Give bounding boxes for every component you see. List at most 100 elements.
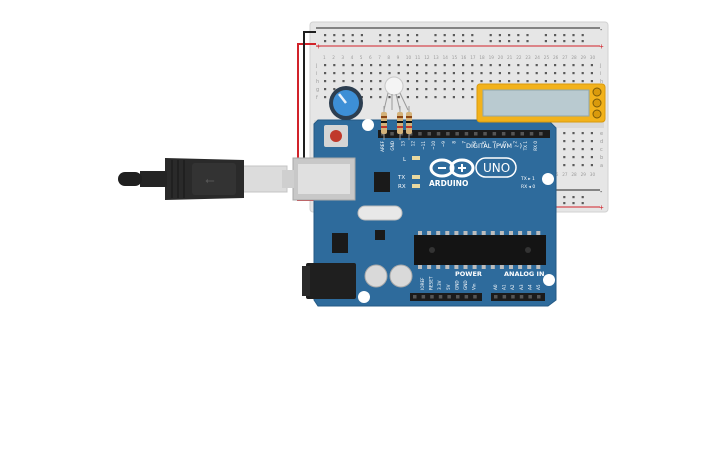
breadboard-hole — [471, 72, 474, 75]
breadboard-hole — [397, 72, 400, 75]
chip-leg — [427, 265, 432, 269]
breadboard-hole — [434, 88, 437, 91]
header-pin — [474, 132, 478, 136]
rail-hole — [324, 40, 327, 43]
rail-sign-neg-bottom: - — [600, 189, 603, 196]
breadboard-hole — [452, 64, 455, 67]
breadboard-hole — [452, 80, 455, 83]
breadboard-hole — [462, 80, 465, 83]
column-number: 28 — [571, 55, 577, 60]
column-number: 12 — [424, 55, 430, 60]
usb-plug-metal — [242, 165, 288, 193]
breadboard-hole — [590, 72, 593, 75]
column-number: 30 — [590, 172, 596, 177]
breadboard-hole — [554, 80, 557, 83]
chip-leg — [499, 265, 504, 269]
chip-leg — [436, 265, 441, 269]
analog-in-label: ANALOG IN — [504, 270, 544, 278]
breadboard-hole — [370, 72, 373, 75]
resistor[interactable] — [397, 106, 403, 140]
breadboard-hole — [324, 80, 327, 83]
column-number: 2 — [332, 55, 335, 60]
rail-hole — [434, 40, 437, 43]
rail-sign-pos-top-left: + — [316, 42, 321, 51]
header-pin — [438, 295, 443, 299]
rail-hole — [388, 34, 391, 37]
rail-hole — [452, 40, 455, 43]
breadboard-hole — [425, 96, 428, 99]
column-number: 25 — [544, 55, 550, 60]
usb-b-jack-inner — [298, 164, 350, 194]
lcd-pin — [592, 109, 602, 119]
usb-plug-grip — [192, 163, 236, 195]
pin-label: GND — [454, 280, 459, 290]
pin-label: A0 — [493, 284, 498, 290]
digital-header[interactable] — [378, 130, 550, 138]
mounting-hole — [542, 173, 554, 185]
reset-button[interactable] — [330, 130, 342, 142]
pin-label: ~5 — [482, 141, 487, 148]
breadboard-hole — [581, 164, 584, 167]
resistor[interactable] — [406, 106, 412, 140]
usb-cable[interactable]: ⭠ — [118, 158, 294, 200]
model-label: UNO — [483, 161, 510, 175]
rail-hole — [508, 34, 511, 37]
header-pin — [539, 132, 543, 136]
row-letter: d — [600, 139, 603, 145]
header-pin — [456, 295, 460, 299]
analog-header[interactable] — [491, 293, 545, 301]
pin-label: A2 — [510, 284, 515, 290]
breadboard-hole — [572, 156, 575, 159]
breadboard-hole — [526, 72, 529, 75]
rgb-led-dome — [384, 76, 404, 96]
pin-label: ~10 — [431, 141, 436, 150]
breadboard-hole — [489, 72, 492, 75]
atmega-chip-legs — [418, 231, 541, 269]
breadboard-hole — [517, 72, 520, 75]
rail-hole — [581, 40, 584, 43]
breadboard-hole — [379, 96, 382, 99]
breadboard-hole — [360, 64, 363, 67]
breadboard-hole — [434, 64, 437, 67]
rail-hole — [462, 40, 465, 43]
potentiometer[interactable] — [329, 86, 363, 120]
breadboard-hole — [434, 80, 437, 83]
breadboard-hole — [406, 96, 409, 99]
rail-hole — [379, 34, 382, 37]
usb-chip — [374, 172, 390, 192]
header-pin — [502, 295, 507, 299]
row-letter: g — [316, 87, 319, 93]
rail-hole — [434, 34, 437, 37]
rail-hole — [554, 34, 557, 37]
breadboard-hole — [333, 72, 336, 75]
pin-label: 3.3V — [437, 280, 442, 290]
power-header[interactable] — [410, 293, 482, 301]
chip-leg — [481, 265, 486, 269]
chip-leg — [436, 231, 441, 235]
chip-leg — [536, 231, 541, 235]
breadboard-hole — [397, 64, 400, 67]
breadboard-hole — [379, 80, 382, 83]
mounting-hole — [358, 291, 370, 303]
column-number: 4 — [351, 55, 354, 60]
breadboard-hole — [590, 132, 593, 135]
resistor[interactable] — [381, 106, 387, 140]
rail-hole — [498, 34, 501, 37]
chip-leg — [454, 231, 459, 235]
lcd-module[interactable] — [476, 83, 606, 123]
breadboard-hole — [379, 64, 382, 67]
header-pin — [427, 132, 431, 136]
header-pin — [464, 132, 469, 136]
rgb-led[interactable] — [383, 76, 409, 111]
column-number: 21 — [507, 55, 513, 60]
chip-leg — [463, 231, 468, 235]
breadboard-hole — [425, 72, 428, 75]
breadboard-hole — [480, 80, 483, 83]
column-number: 15 — [452, 55, 458, 60]
breadboard-hole — [563, 72, 566, 75]
small-ic — [375, 230, 385, 240]
column-number: 30 — [590, 55, 596, 60]
rail-hole — [489, 34, 492, 37]
